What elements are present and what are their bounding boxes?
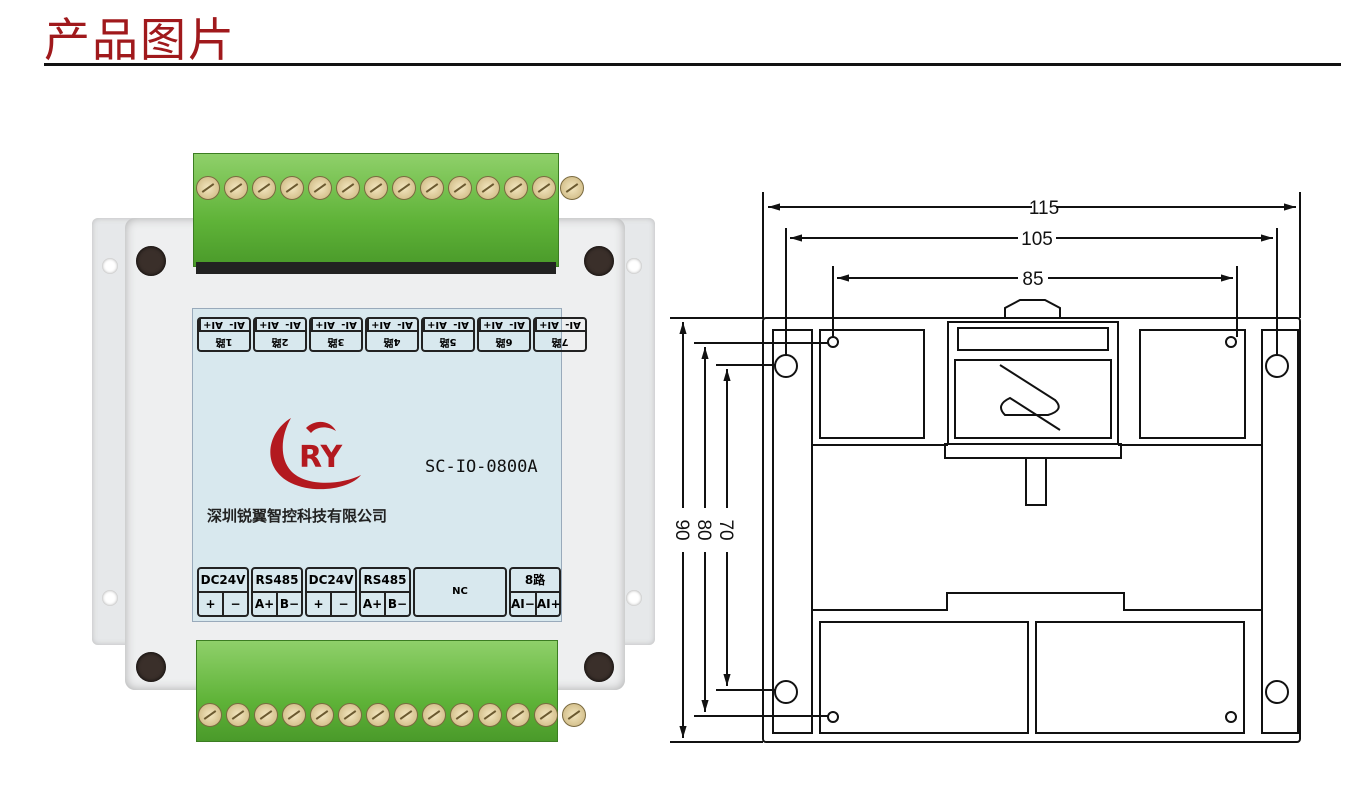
pin-label: B− (387, 597, 408, 611)
terminal-group-label: DC24V+− (197, 567, 249, 617)
channel-label: AI+AI-6路 (477, 317, 531, 352)
group-pins: +− (307, 593, 355, 615)
terminal-screw (504, 176, 528, 200)
model-number: SC-IO-0800A (425, 457, 538, 477)
terminal-screw (282, 703, 306, 727)
terminal-screw (476, 176, 500, 200)
channel-pins: AI+AI- (255, 319, 305, 332)
group-pins: AI−AI+ (511, 593, 561, 615)
channel-label: AI+AI-5路 (421, 317, 475, 352)
channel-pins: AI+AI- (199, 319, 249, 332)
group-pins: +− (199, 593, 247, 615)
pin-label: + (307, 593, 332, 615)
terminal-screw (394, 703, 418, 727)
dim-height-80: 80 (693, 519, 714, 540)
channel-pins: AI+AI- (311, 319, 361, 332)
company-logo: RY (261, 413, 371, 497)
terminal-group-label: DC24V+− (305, 567, 357, 617)
terminal-screw (532, 176, 556, 200)
group-name: 8路 (511, 569, 559, 593)
top-terminal-block (193, 153, 559, 267)
terminal-screw (308, 176, 332, 200)
terminal-screw (506, 703, 530, 727)
mount-hole (626, 258, 642, 274)
channel-label: AI+AI-1路 (197, 317, 251, 352)
channel-pins: AI+AI- (535, 319, 585, 332)
pin-label: − (338, 597, 349, 611)
screw-hole (584, 246, 614, 276)
screw-hole (584, 652, 614, 682)
pin-label: A+ (253, 593, 278, 615)
terminal-screw (254, 703, 278, 727)
channel-pins: AI+AI- (479, 319, 529, 332)
screw-hole (136, 246, 166, 276)
channel-label: AI+AI-4路 (365, 317, 419, 352)
pin-label: A+ (361, 593, 386, 615)
pin-label: + (199, 593, 224, 615)
title-divider (44, 63, 1341, 66)
company-name: 深圳锐翼智控科技有限公司 (207, 507, 388, 525)
dim-width-115: 115 (1029, 198, 1059, 219)
bottom-terminal-screws (198, 703, 586, 727)
group-name: RS485 (361, 569, 409, 593)
group-name: DC24V (307, 569, 355, 593)
dim-height-70: 70 (715, 519, 736, 540)
group-name: DC24V (199, 569, 247, 593)
channel-label: AI+AI-7路 (533, 317, 587, 352)
terminal-screw (448, 176, 472, 200)
group-pins: A+B− (361, 593, 409, 615)
terminal-screw (198, 703, 222, 727)
mount-hole (626, 590, 642, 606)
svg-text:RY: RY (299, 440, 343, 475)
terminal-screw (364, 176, 388, 200)
terminal-screw (252, 176, 276, 200)
pin-label: AI− (511, 593, 537, 615)
page-title: 产品图片 (44, 13, 236, 67)
terminal-screw (224, 176, 248, 200)
pin-label: AI+ (536, 597, 561, 611)
terminal-screw (534, 703, 558, 727)
terminal-screw (392, 176, 416, 200)
dim-height-90: 90 (671, 519, 692, 540)
terminal-screw (560, 176, 584, 200)
pin-label: B− (279, 597, 300, 611)
terminal-screw (226, 703, 250, 727)
top-terminal-screws (196, 176, 584, 200)
terminal-screw (366, 703, 390, 727)
group-pins: A+B− (253, 593, 301, 615)
terminal-screw (562, 703, 586, 727)
terminal-slot (196, 262, 556, 274)
terminal-screw (420, 176, 444, 200)
channel-pins: AI+AI- (423, 319, 473, 332)
terminal-screw (422, 703, 446, 727)
terminal-screw (310, 703, 334, 727)
group-name: RS485 (253, 569, 301, 593)
terminal-screw (336, 176, 360, 200)
terminal-screw (338, 703, 362, 727)
dim-width-85: 85 (1022, 269, 1043, 290)
mount-hole (102, 590, 118, 606)
channel-label: AI+AI-3路 (309, 317, 363, 352)
terminal-screw (450, 703, 474, 727)
channel-label: AI+AI-2路 (253, 317, 307, 352)
screw-hole (136, 652, 166, 682)
pin-label: − (230, 597, 241, 611)
mount-hole (102, 258, 118, 274)
terminal-group-label: NC (413, 567, 507, 617)
dim-width-105: 105 (1021, 229, 1053, 250)
terminal-screw (478, 703, 502, 727)
terminal-screw (196, 176, 220, 200)
channel-pins: AI+AI- (367, 319, 417, 332)
group-name: NC (452, 586, 468, 597)
terminal-screw (280, 176, 304, 200)
